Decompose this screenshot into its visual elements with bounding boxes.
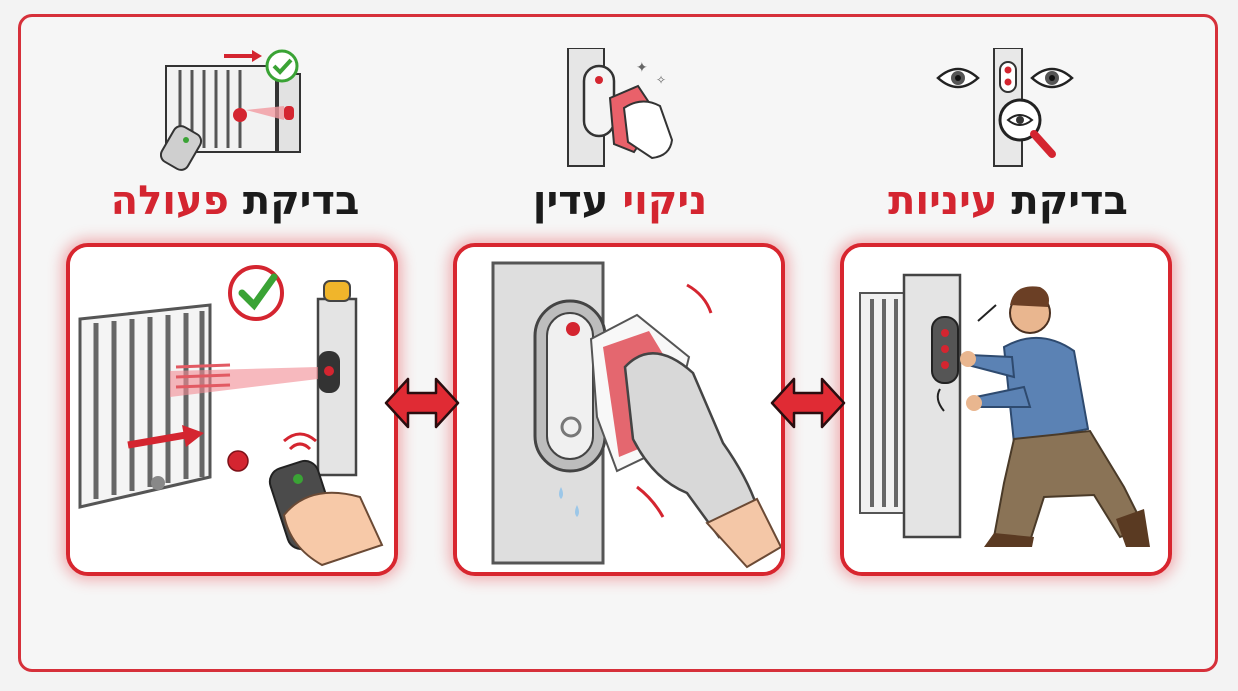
title-dark-word: עדין <box>532 178 609 224</box>
gloved-hand-cleaning-illustration <box>457 247 781 572</box>
step-title-visual-inspection: בדיקת עיניות <box>818 176 1198 226</box>
title-red-word: ניקוי <box>622 178 708 224</box>
title-red-word: פעולה <box>110 178 229 224</box>
card-gentle-cleaning <box>453 243 785 576</box>
title-red-word: עיניות <box>888 178 998 224</box>
eyes-magnifier-icon <box>936 48 1074 167</box>
man-inspecting-gate-illustration <box>844 247 1168 572</box>
double-arrow-icon <box>770 377 846 429</box>
double-arrow-icon <box>384 377 460 429</box>
card-operation-test <box>66 243 398 576</box>
title-dark-word: בדיקת <box>242 178 360 224</box>
card-visual-inspection <box>840 243 1172 576</box>
svg-text:✦: ✦ <box>636 60 648 76</box>
svg-text:✧: ✧ <box>656 73 666 87</box>
gate-remote-check-icon <box>160 49 301 171</box>
step-title-gentle-cleaning: ניקוי עדין <box>430 176 810 226</box>
title-dark-word: בדיקת <box>1011 178 1128 224</box>
gate-remote-test-illustration <box>70 247 394 572</box>
cloth-wiping-icon: ✦ ✧ <box>567 48 674 167</box>
step-title-operation-test: בדיקת פעולה <box>45 176 425 226</box>
